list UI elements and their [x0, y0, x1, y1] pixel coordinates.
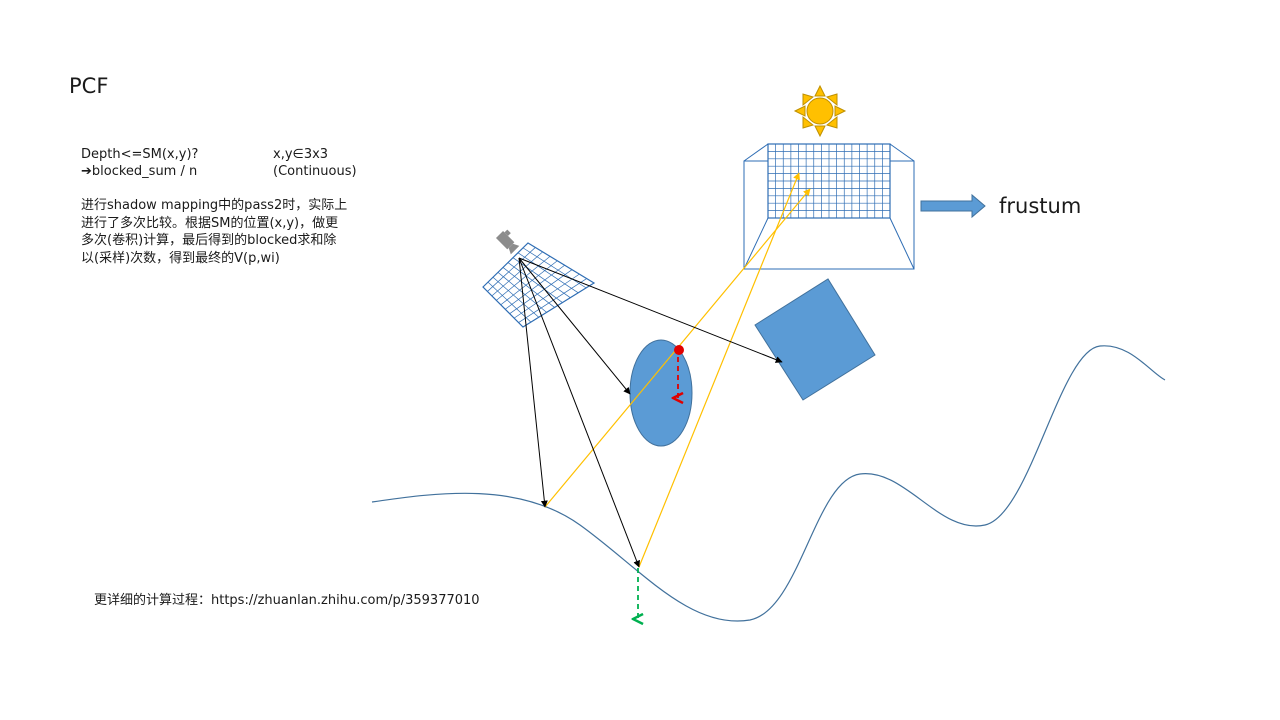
camera-rays [518, 257, 783, 568]
formula-result: ➔blocked_sum / n [81, 164, 198, 179]
grid-line [518, 278, 587, 323]
grid-line [522, 247, 587, 289]
grid-line [491, 251, 543, 297]
grid-line [502, 267, 555, 308]
frustum-grid [767, 143, 891, 219]
formula-line-2: ➔blocked_sum / n (Continuous) [81, 163, 357, 180]
explanation-line: 进行了多次比较。根据SM的位置(x,y)，做更 [81, 215, 339, 231]
reference-link-note: 更详细的计算过程：https://zhuanlan.zhihu.com/p/35… [94, 593, 480, 608]
light-ray [638, 172, 800, 568]
explanation-text: 进行shadow mapping中的pass2时，实际上 进行了多次比较。根据S… [81, 197, 371, 267]
grid-line [517, 252, 579, 294]
right-arrow-icon [920, 193, 986, 219]
surface-curve [371, 345, 1166, 622]
blocked-point [674, 345, 684, 355]
explanation-line: 多次(卷积)计算，最后得到的blocked求和除 [81, 233, 337, 248]
frustum-label: frustum [999, 194, 1082, 218]
formula-condition: Depth<=SM(x,y)? [81, 147, 199, 162]
shadow-map-grid [482, 242, 596, 328]
grid-line [492, 276, 540, 318]
light-frustum [743, 143, 915, 270]
formula-note: (Continuous) [273, 164, 357, 179]
formula-line-1: Depth<=SM(x,y)? x,y∈3x3 [81, 146, 357, 163]
grid-line [487, 247, 536, 292]
grid-line [496, 256, 551, 301]
formula-block: Depth<=SM(x,y)? x,y∈3x3 ➔blocked_sum / n… [81, 146, 357, 180]
explanation-line: 以(采样)次数，得到最终的V(p,wi) [81, 250, 280, 266]
slide-title: PCF [69, 74, 109, 98]
formula-sample-range: x,y∈3x3 [273, 147, 329, 162]
grid-line [487, 281, 532, 323]
occluder-square [754, 278, 876, 401]
camera-icon [495, 229, 520, 255]
sun-icon [793, 84, 847, 138]
grid-line [509, 269, 573, 314]
grid-line [507, 262, 563, 303]
explanation-line: 进行shadow mapping中的pass2时，实际上 [81, 198, 348, 213]
grid-line [512, 257, 571, 298]
